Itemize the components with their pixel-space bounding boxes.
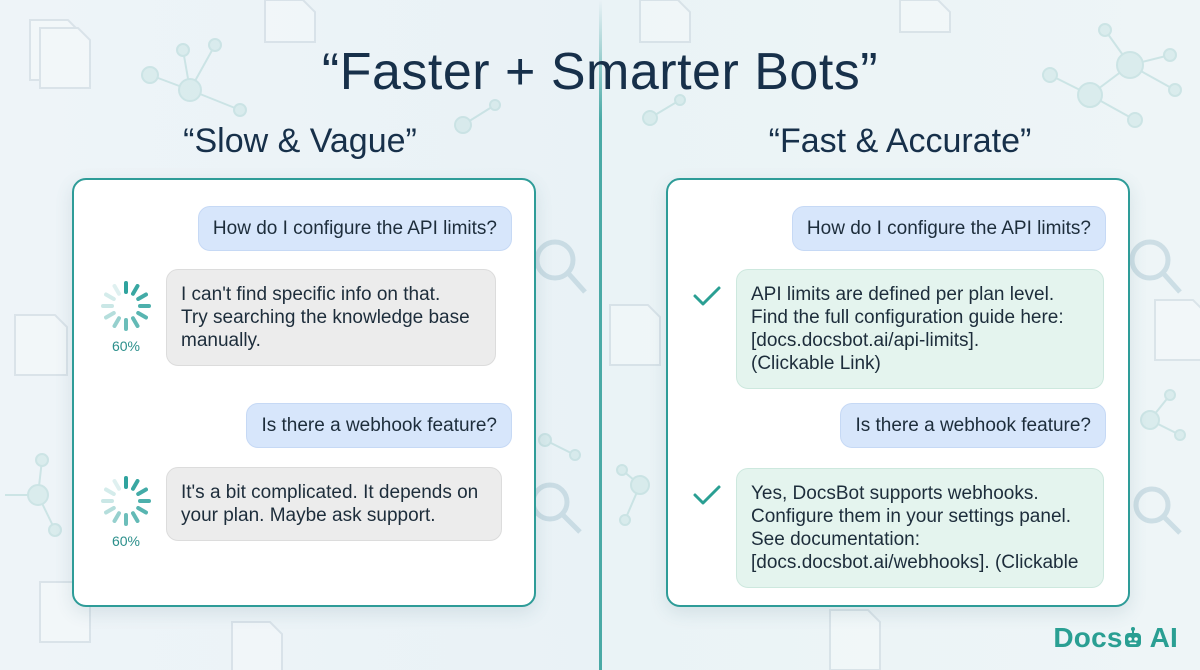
user-message: How do I configure the API limits? <box>197 206 512 251</box>
center-divider <box>599 0 602 670</box>
doc-link[interactable]: [docs.docsbot.ai/api-limits]. <box>751 330 980 351</box>
bot-reply-vague: It's a bit complicated. It depends on yo… <box>166 467 502 541</box>
progress-percent: 60% <box>111 533 141 549</box>
left-heading: “Slow & Vague” <box>183 122 417 160</box>
check-icon <box>693 286 721 306</box>
user-message: Is there a webhook feature? <box>246 403 512 448</box>
chat-panel-slow: How do I configure the API limits? 60% I… <box>72 178 536 607</box>
robot-icon <box>1124 627 1141 647</box>
loading-spinner: 60% <box>91 473 161 549</box>
doc-link[interactable]: [docs.docsbot.ai/webhooks]. (Clickable <box>751 552 1079 573</box>
right-heading: “Fast & Accurate” <box>768 122 1032 160</box>
loading-spinner: 60% <box>91 278 161 354</box>
progress-percent: 60% <box>111 338 141 354</box>
bot-reply-accurate: Yes, DocsBot supports webhooks. Configur… <box>736 468 1104 588</box>
user-message: How do I configure the API limits? <box>791 206 1106 251</box>
spinner-icon <box>101 281 151 331</box>
bot-reply-vague: I can't find specific info on that. Try … <box>166 269 496 366</box>
chat-panel-fast: How do I configure the API limits? API l… <box>666 178 1130 607</box>
user-message: Is there a webhook feature? <box>840 403 1106 448</box>
docsbot-logo: Docs AI <box>1053 622 1178 653</box>
check-icon <box>693 485 721 505</box>
main-title: “Faster + Smarter Bots” <box>321 43 879 101</box>
bot-reply-accurate: API limits are defined per plan level. F… <box>736 269 1104 389</box>
spinner-icon <box>101 476 151 526</box>
